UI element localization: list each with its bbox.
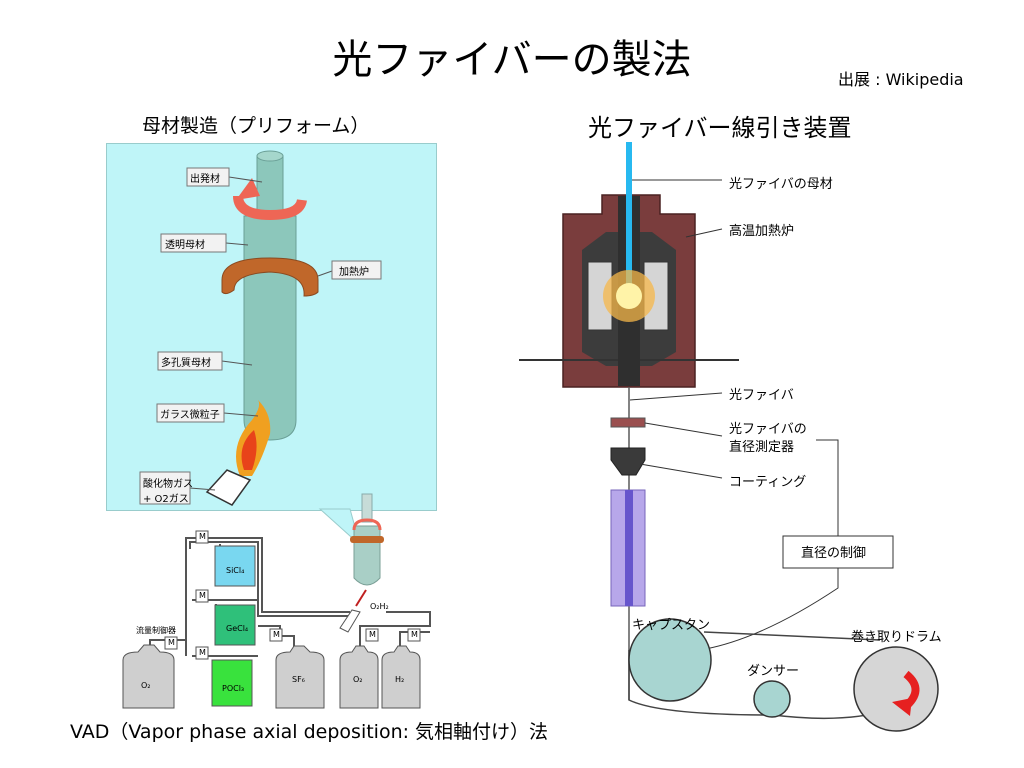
source-credit: 出展 : Wikipedia — [838, 70, 964, 89]
o2-cylinder-label: O₂ — [353, 675, 363, 684]
sicl4-vessel — [214, 545, 256, 587]
label-furnace: 加熱炉 — [339, 267, 369, 278]
pocl3-label: POCl₃ — [222, 684, 245, 693]
furnace-ring — [221, 257, 319, 297]
apparatus-burner — [339, 609, 361, 633]
preform-heading: 母材製造（プリフォーム） — [142, 115, 370, 137]
label-coating: コーティング — [729, 475, 807, 490]
mfc-label: M — [273, 630, 280, 639]
mfc-boxes — [164, 530, 421, 660]
rotation-arrowhead — [236, 178, 260, 200]
diameter-control-box — [782, 535, 894, 569]
drawing-heading: 光ファイバー線引き装置 — [588, 114, 852, 142]
diameter-meter — [610, 417, 646, 428]
takeup-drum — [853, 646, 939, 732]
label-dancer: ダンサー — [747, 664, 800, 679]
rotation-arrow — [233, 195, 307, 221]
dancer-wheel — [753, 680, 791, 718]
sf6-cylinder-label: SF₆ — [292, 675, 305, 684]
label-glass-particles: ガラス微粒子 — [160, 410, 220, 421]
label-gas-line2: + O2ガス — [143, 494, 189, 505]
label-diameter-meter-1: 光ファイバの — [729, 422, 807, 437]
o2-cylinder-label: O₂ — [141, 681, 151, 690]
mfc-label: M — [168, 638, 175, 647]
o2h2-label: O₂H₂ — [370, 602, 389, 611]
label-transparent-preform: 透明母材 — [165, 240, 205, 251]
sicl4-label: SiCl₄ — [226, 566, 245, 575]
gecl4-vessel — [214, 604, 256, 646]
label-fiber: 光ファイバ — [729, 388, 794, 403]
mfc-label: M — [199, 591, 206, 600]
label-starting-rod: 出発材 — [190, 174, 220, 185]
mfc-label: M — [411, 630, 418, 639]
label-diameter-control: 直径の制御 — [801, 546, 867, 561]
mfc-label: M — [369, 630, 376, 639]
gecl4-label: GeCl₄ — [226, 624, 249, 633]
mfc-label: M — [199, 532, 206, 541]
vad-caption: VAD（Vapor phase axial deposition: 気相軸付け）… — [70, 721, 549, 743]
label-diameter-meter-2: 直径測定器 — [729, 440, 795, 455]
flow-controller-label: 流量制御器 — [136, 626, 176, 635]
apparatus-preform — [350, 493, 384, 607]
burner-nozzle — [205, 469, 252, 506]
mfc-label: M — [199, 648, 206, 657]
label-preform: 光ファイバの母材 — [729, 177, 833, 192]
label-porous-preform: 多孔質母材 — [161, 358, 211, 369]
page-title: 光ファイバーの製法 — [332, 37, 692, 83]
gas-cylinders — [122, 644, 421, 709]
drawing-furnace — [519, 142, 739, 388]
preform-rod — [626, 142, 632, 302]
h2-cylinder-label: H₂ — [395, 675, 405, 684]
label-takeup-drum: 巻き取りドラム — [851, 630, 942, 645]
label-gas-line1: 酸化物ガス — [143, 479, 193, 490]
pocl3-vessel — [211, 659, 253, 707]
coater — [610, 447, 646, 476]
label-capstan: キャプスタン — [632, 618, 711, 633]
capstan-wheel — [628, 618, 712, 702]
label-high-temp-furnace: 高温加熱炉 — [729, 224, 795, 239]
